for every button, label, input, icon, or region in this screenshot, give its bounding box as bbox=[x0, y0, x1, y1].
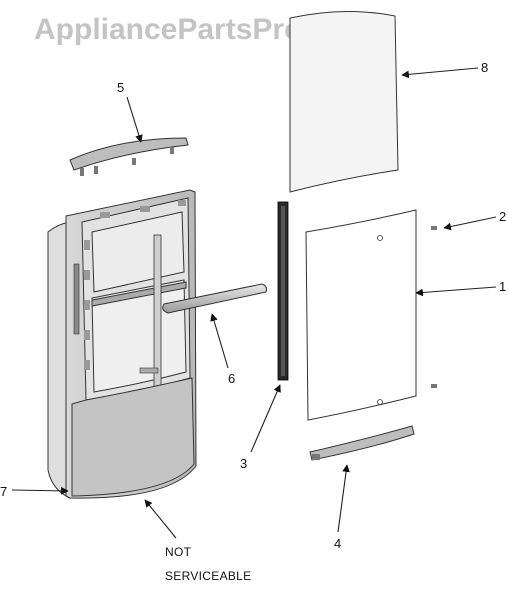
callout-6: 6 bbox=[228, 371, 235, 386]
leader-line-1 bbox=[415, 286, 497, 297]
part-5-top-trim-cap bbox=[69, 137, 189, 176]
leader-line-2 bbox=[443, 216, 497, 231]
part-4-bottom-trim bbox=[309, 425, 415, 461]
callout-8: 8 bbox=[481, 60, 488, 75]
part-8-glass-panel bbox=[289, 10, 399, 193]
leader-line-4 bbox=[337, 464, 350, 533]
part-7-door-assembly bbox=[47, 189, 197, 499]
note-not-line: NOT bbox=[165, 545, 192, 559]
callout-4: 4 bbox=[334, 536, 341, 551]
leader-line-7 bbox=[11, 487, 69, 495]
note-serviceable-line: SERVICEABLE bbox=[165, 569, 251, 583]
leader-line-8 bbox=[401, 67, 479, 79]
leader-line-not-serviceable bbox=[144, 499, 177, 539]
callout-3: 3 bbox=[240, 456, 247, 471]
callout-7: 7 bbox=[0, 484, 7, 499]
part-3-gasket-strip bbox=[277, 201, 289, 381]
part-2-screws bbox=[431, 226, 437, 388]
leader-lines bbox=[11, 67, 497, 539]
callout-5: 5 bbox=[117, 80, 124, 95]
part-6-handle-bar bbox=[162, 283, 267, 314]
leader-line-3 bbox=[250, 384, 281, 453]
leader-line-6 bbox=[210, 313, 229, 369]
leader-line-5 bbox=[126, 96, 143, 143]
callout-1: 1 bbox=[499, 279, 506, 294]
part-1-front-panel bbox=[305, 209, 417, 421]
callout-2: 2 bbox=[499, 209, 506, 224]
